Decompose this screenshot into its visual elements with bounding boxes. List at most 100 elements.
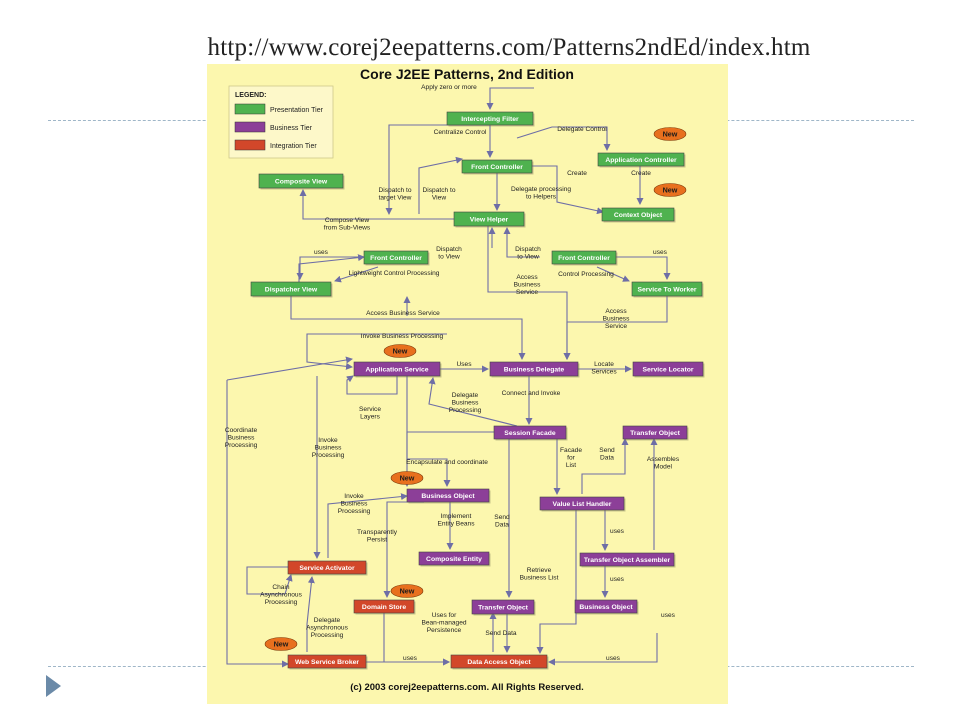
node-box [493, 425, 567, 440]
node-application-service: Application Service [353, 361, 442, 378]
new-badge-shape [653, 127, 687, 141]
node-box [551, 250, 617, 265]
node-label: Value List Handler [553, 501, 612, 508]
edge-label-uses-dao: uses [606, 655, 621, 662]
node-box [574, 599, 638, 614]
node-label: Domain Store [362, 604, 406, 611]
node-box [363, 250, 429, 265]
connector-arrow-18 [487, 226, 571, 360]
node-box [622, 425, 688, 440]
node-session-facade: Session Facade [493, 425, 568, 441]
new-badge-text: New [400, 474, 415, 483]
node-label: Composite Entity [426, 556, 482, 563]
diagram-title: Core J2EE Patterns, 2nd Edition [360, 66, 574, 82]
node-service-locator: Service Locator [632, 361, 705, 378]
legend-swatch-2 [234, 121, 266, 133]
node-box [446, 111, 534, 126]
node-label: Transfer Object [478, 605, 529, 612]
node-dispatcher-view: Dispatcher View [250, 281, 333, 298]
node-box [579, 552, 675, 567]
legend-item-2: Business Tier [270, 125, 313, 132]
new-badge-shape [383, 344, 417, 358]
node-view-helper: View Helper [453, 211, 526, 228]
node-box [287, 560, 367, 575]
edge-label-uses-mid: Uses [456, 361, 472, 368]
badge-application-controller: New [653, 127, 687, 141]
connector-arrow-9 [299, 189, 454, 220]
edge-label-uses-left: uses [314, 249, 329, 256]
node-label: Business Object [579, 604, 633, 611]
connector-arrow-13 [616, 256, 671, 280]
node-label: Data Access Object [467, 659, 531, 666]
node-box [250, 281, 332, 297]
edge-label-apply-zero-or-more: Apply zero or more [421, 84, 477, 91]
edge-label-uses-wsb: uses [403, 655, 418, 662]
edge-label-create-1: Create [567, 170, 587, 177]
legend-item-3: Integration Tier [270, 143, 317, 150]
edge-label-uses-vlh: uses [610, 528, 625, 535]
edge-label-centralize-control: Centralize Control [434, 129, 487, 136]
node-label: Front Controller [558, 255, 610, 262]
connector-arrow-29 [581, 438, 629, 494]
node-intercepting-filter: Intercepting Filter [446, 111, 535, 127]
node-label: Service Locator [643, 367, 694, 374]
edge-label-connect-and-invoke: Connect and Invoke [502, 390, 561, 397]
connector-arrow-38 [226, 380, 289, 668]
node-web-service-broker: Web Service Broker [287, 654, 368, 670]
node-label: Business Object [421, 493, 475, 500]
new-badge-text: New [663, 186, 678, 195]
connector-arrow-26 [406, 376, 451, 487]
connector-arrow-4 [418, 156, 463, 214]
connector-arrow-19 [306, 333, 447, 370]
node-label: Intercepting Filter [461, 116, 519, 123]
connector-arrow-7 [516, 126, 611, 151]
connector-arrow-35 [536, 510, 577, 654]
node-transfer-object-top: Transfer Object [622, 425, 689, 441]
node-transfer-object-bottom: Transfer Object [471, 599, 536, 616]
node-label: View Helper [470, 217, 509, 224]
node-label: Service Activator [299, 565, 355, 572]
legend-swatch-1 [234, 103, 266, 115]
connector-arrow-1 [486, 87, 534, 110]
node-box [258, 173, 344, 189]
connector-arrow-11 [503, 227, 540, 258]
new-badge-shape [390, 471, 424, 485]
connector-arrow-36 [327, 493, 408, 558]
node-label: Front Controller [370, 255, 422, 262]
connector-arrow-23 [428, 377, 518, 427]
badge-domain-store: New [390, 584, 424, 598]
edge-label-access-business-service-2: Access Business Service [366, 310, 440, 317]
node-box [471, 599, 535, 615]
node-box [353, 361, 441, 377]
node-value-list-handler: Value List Handler [539, 496, 626, 512]
node-label: Transfer Object [630, 430, 681, 437]
badge-application-service: New [383, 344, 417, 358]
node-business-object-main: Business Object [406, 488, 491, 504]
node-label: Service To Worker [637, 287, 696, 294]
node-label: Application Service [365, 367, 428, 374]
node-data-access-object: Data Access Object [450, 654, 549, 670]
node-front-controller-main: Front Controller [461, 159, 534, 175]
node-box [406, 488, 490, 503]
connector-arrow-25 [346, 375, 398, 395]
node-box [631, 281, 703, 297]
copyright-text: (c) 2003 corej2eepatterns.com. All Right… [350, 682, 584, 693]
node-box [461, 159, 533, 174]
